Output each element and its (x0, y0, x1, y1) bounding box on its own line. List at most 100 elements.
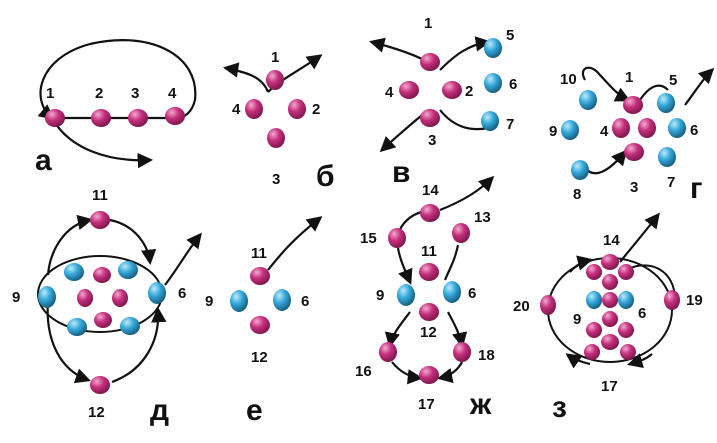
thread-left-top (581, 66, 631, 102)
bead-number: 11 (251, 245, 267, 262)
thread-exit (164, 232, 202, 286)
panel-z: 14 20 9 6 19 17 з (513, 212, 703, 424)
thread-right-down (443, 244, 460, 281)
thread-bottom-right (436, 361, 463, 384)
bead-number: 12 (420, 324, 437, 341)
bead-number: 3 (131, 85, 139, 102)
bead-number: 7 (667, 174, 675, 191)
thread-exit (267, 216, 323, 271)
panel-zh: 14 13 15 11 9 6 12 16 18 17 ж (355, 175, 495, 421)
bead-number: 17 (418, 396, 435, 413)
bead-number: 1 (424, 15, 432, 32)
bead (419, 263, 439, 281)
bead (91, 109, 111, 127)
bead (668, 118, 686, 138)
bead-number: 2 (312, 101, 320, 118)
bead-number: 20 (513, 298, 530, 315)
bead-number: 6 (178, 285, 186, 302)
bead (128, 109, 148, 127)
bead (397, 284, 415, 306)
bead (484, 73, 502, 93)
bead-number: 4 (168, 85, 177, 102)
bead (602, 311, 618, 327)
bead-number: 14 (422, 182, 439, 199)
bead-number: 12 (251, 349, 268, 366)
bead-number: 18 (478, 347, 495, 364)
thread-bottom-left (391, 361, 424, 385)
thread-exit (619, 212, 660, 263)
thread-top (439, 36, 492, 71)
bead (420, 109, 440, 127)
thread-lower-left (384, 311, 411, 349)
bead (624, 143, 644, 161)
thread-loop (37, 39, 197, 120)
bead (45, 109, 65, 127)
bead (571, 160, 589, 180)
bead (388, 228, 406, 248)
bead-number: 9 (376, 287, 384, 304)
panel-letter: а (35, 144, 52, 177)
bead (443, 281, 461, 303)
bead (118, 261, 138, 279)
bead-number: 4 (232, 101, 241, 118)
bead (618, 291, 634, 309)
bead-number: 3 (272, 171, 280, 188)
bead (586, 264, 602, 280)
thread-exit (684, 67, 715, 106)
thread-arrow-bottom-right (627, 353, 653, 369)
bead (540, 295, 556, 315)
bead (579, 90, 597, 110)
bead (148, 282, 166, 304)
bead-number: 1 (271, 49, 279, 66)
bead (288, 99, 306, 119)
bead (165, 107, 185, 125)
thread-right (639, 84, 669, 101)
bead (64, 263, 84, 281)
panel-d: 11 9 6 12 д (12, 187, 202, 427)
bead-number: 6 (638, 305, 646, 322)
bead-number: 14 (603, 232, 620, 249)
bead (601, 334, 619, 350)
bead-number: 8 (573, 186, 581, 203)
bead-number: 9 (573, 311, 581, 328)
bead-number: 5 (506, 27, 514, 44)
bead (586, 322, 602, 338)
bead (230, 290, 248, 312)
bead (602, 274, 618, 290)
bead (618, 264, 634, 280)
bead-number: 5 (669, 72, 677, 89)
bead (453, 342, 471, 362)
bead-number: 6 (690, 122, 698, 139)
thread-exit (51, 117, 154, 169)
panel-b: 1 2 3 4 б (222, 49, 335, 193)
bead (267, 128, 285, 148)
bead (266, 70, 284, 90)
bead-number: 9 (12, 289, 20, 306)
bead-number: 16 (355, 363, 372, 380)
thread-arrow-bottom-left (565, 353, 591, 369)
bead (620, 344, 636, 360)
panel-letter: з (552, 391, 567, 424)
bead-number: 1 (46, 85, 54, 102)
thread-arrow (222, 62, 240, 78)
bead (561, 120, 579, 140)
bead (452, 223, 470, 243)
bead (112, 289, 128, 307)
thread-in (369, 37, 429, 63)
bead (612, 118, 630, 138)
bead (67, 318, 87, 336)
bead-number: 2 (95, 85, 103, 102)
bead (93, 267, 111, 283)
bead (420, 53, 440, 71)
bead (618, 322, 634, 338)
thread-exit (439, 175, 495, 212)
bead-number: 2 (465, 83, 473, 100)
bead-number: 3 (428, 132, 436, 149)
bead (245, 99, 263, 119)
bead (399, 81, 419, 99)
bead (379, 342, 397, 362)
bead (90, 211, 110, 229)
panel-letter: г (690, 172, 703, 205)
thread-top-right (109, 218, 157, 266)
